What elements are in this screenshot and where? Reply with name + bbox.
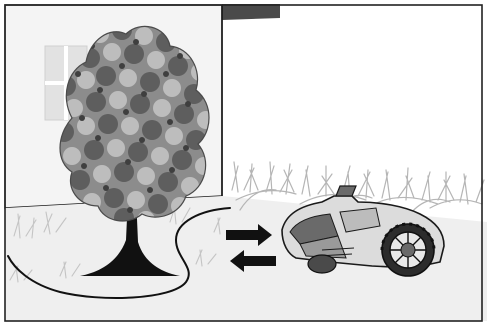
mower-front-wheel <box>308 255 336 273</box>
mower-rear-wheel <box>382 224 434 276</box>
roof-edge <box>222 4 280 20</box>
mower-top-handle <box>336 186 356 196</box>
